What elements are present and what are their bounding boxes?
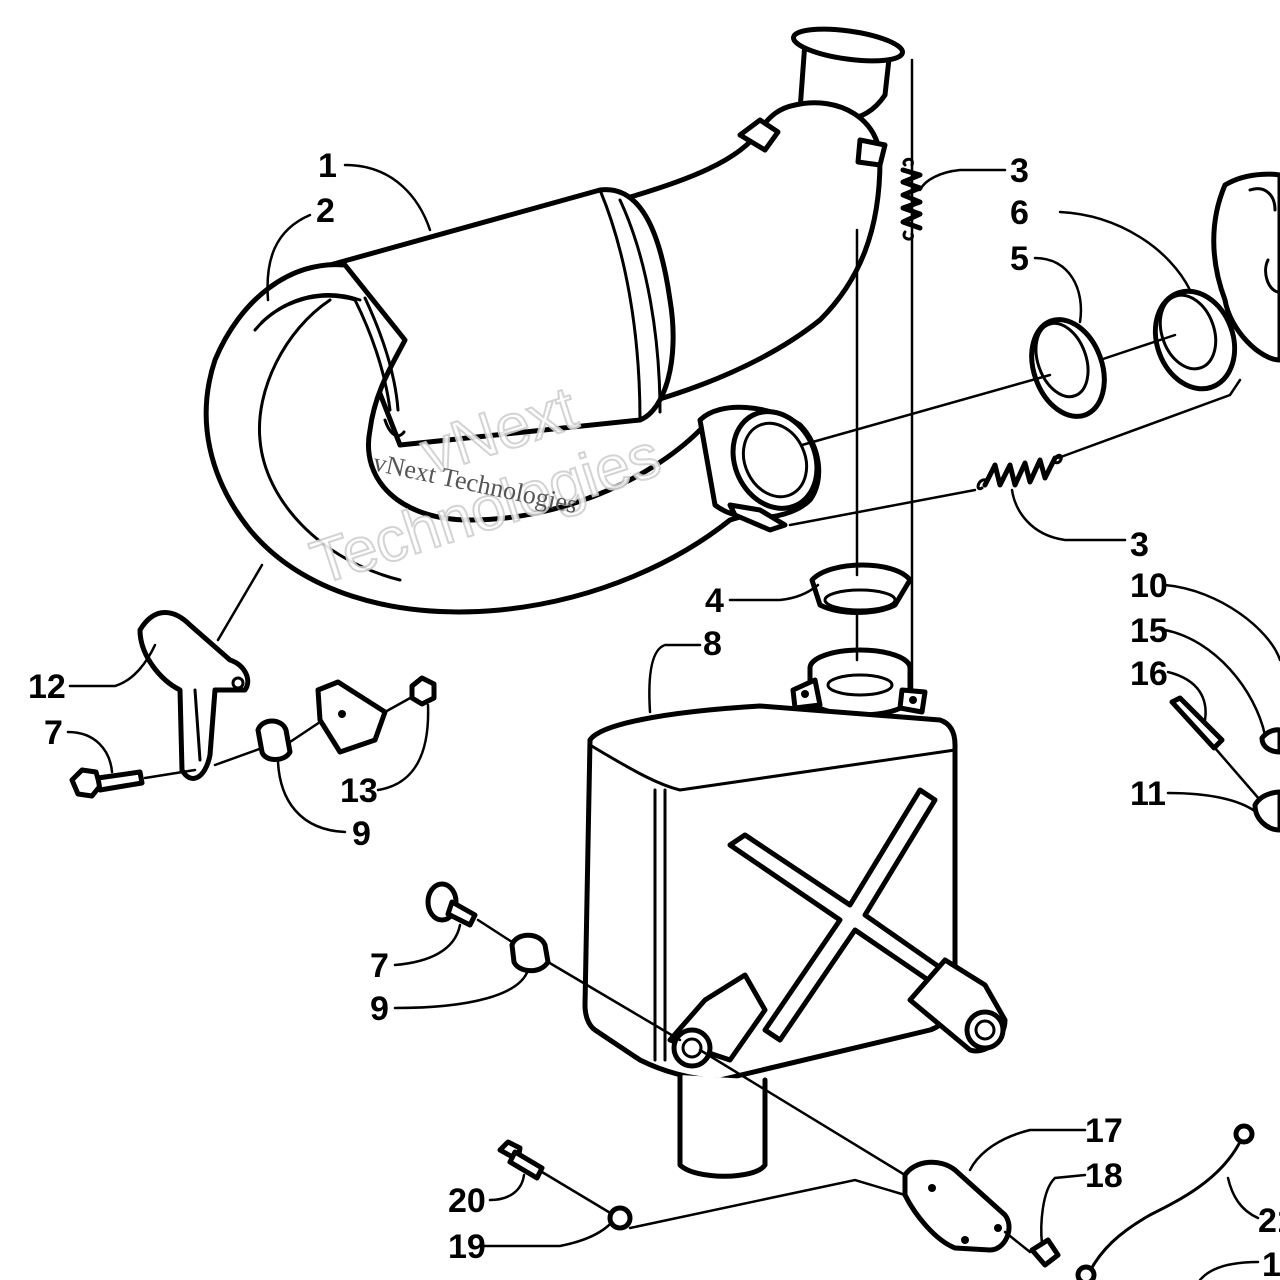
- pin-16: [1169, 695, 1225, 751]
- spring-ring: [353, 296, 406, 438]
- callout-7-left: 7: [44, 714, 63, 752]
- assembly-lines: [143, 58, 1262, 1254]
- bracket-17: [902, 1159, 1012, 1253]
- callout-3-lower: 3: [1130, 526, 1149, 564]
- callout-5: 5: [1010, 240, 1029, 278]
- seal-ring-5: [1029, 317, 1107, 419]
- bushing-9-center: [509, 932, 551, 974]
- callout-3-upper: 3: [1010, 152, 1029, 190]
- plate-13: [315, 679, 388, 755]
- washer-19: [607, 1205, 633, 1231]
- muffler: [582, 647, 1008, 1179]
- cable-21: [1075, 1123, 1255, 1280]
- bolt-7-center: [425, 881, 478, 928]
- callout-21: 21: [1258, 1202, 1280, 1240]
- callout-6: 6: [1010, 194, 1029, 232]
- callout-12-right: 12: [1262, 1246, 1280, 1280]
- exhaust-pipe: [203, 26, 905, 615]
- callout-4: 4: [705, 582, 724, 620]
- callout-16: 16: [1130, 655, 1168, 693]
- bushing-9-left: [255, 718, 293, 762]
- spring-lower: [976, 453, 1063, 491]
- callout-9-center: 9: [370, 990, 389, 1028]
- clip-18: [1029, 1237, 1061, 1268]
- seal-ring-6: [1152, 288, 1238, 392]
- callout-11: 11: [1130, 775, 1166, 813]
- bolt-7-left: [69, 767, 145, 799]
- callout-1: 1: [318, 147, 337, 185]
- clamp-11: [1252, 789, 1280, 833]
- nut-13: [409, 675, 437, 707]
- callout-12-left: 12: [28, 668, 66, 706]
- mount-bracket-12: [137, 610, 251, 781]
- leader-lines: [66, 163, 1280, 1280]
- callout-10: 10: [1130, 567, 1168, 605]
- callout-2: 2: [316, 192, 335, 230]
- grommet-4: [809, 562, 913, 615]
- watermark: vNext Technologies vNext Technologies: [302, 373, 670, 600]
- callout-20: 20: [448, 1182, 486, 1220]
- part-15: [1259, 727, 1280, 755]
- callout-17: 17: [1085, 1112, 1123, 1150]
- callout-9-left: 9: [352, 815, 371, 853]
- callout-labels: 1 2 3 3 4 5 6 7 7 8 9 9 10 11 12 12 13 1…: [28, 147, 1280, 1280]
- bolt-20: [497, 1139, 545, 1181]
- callout-8: 8: [703, 625, 722, 663]
- callout-15: 15: [1130, 612, 1168, 650]
- callout-13: 13: [340, 772, 378, 810]
- engine-manifold-flange: [1211, 171, 1280, 363]
- callout-18: 18: [1085, 1157, 1123, 1195]
- callout-7-center: 7: [370, 947, 389, 985]
- callout-19: 19: [448, 1228, 486, 1266]
